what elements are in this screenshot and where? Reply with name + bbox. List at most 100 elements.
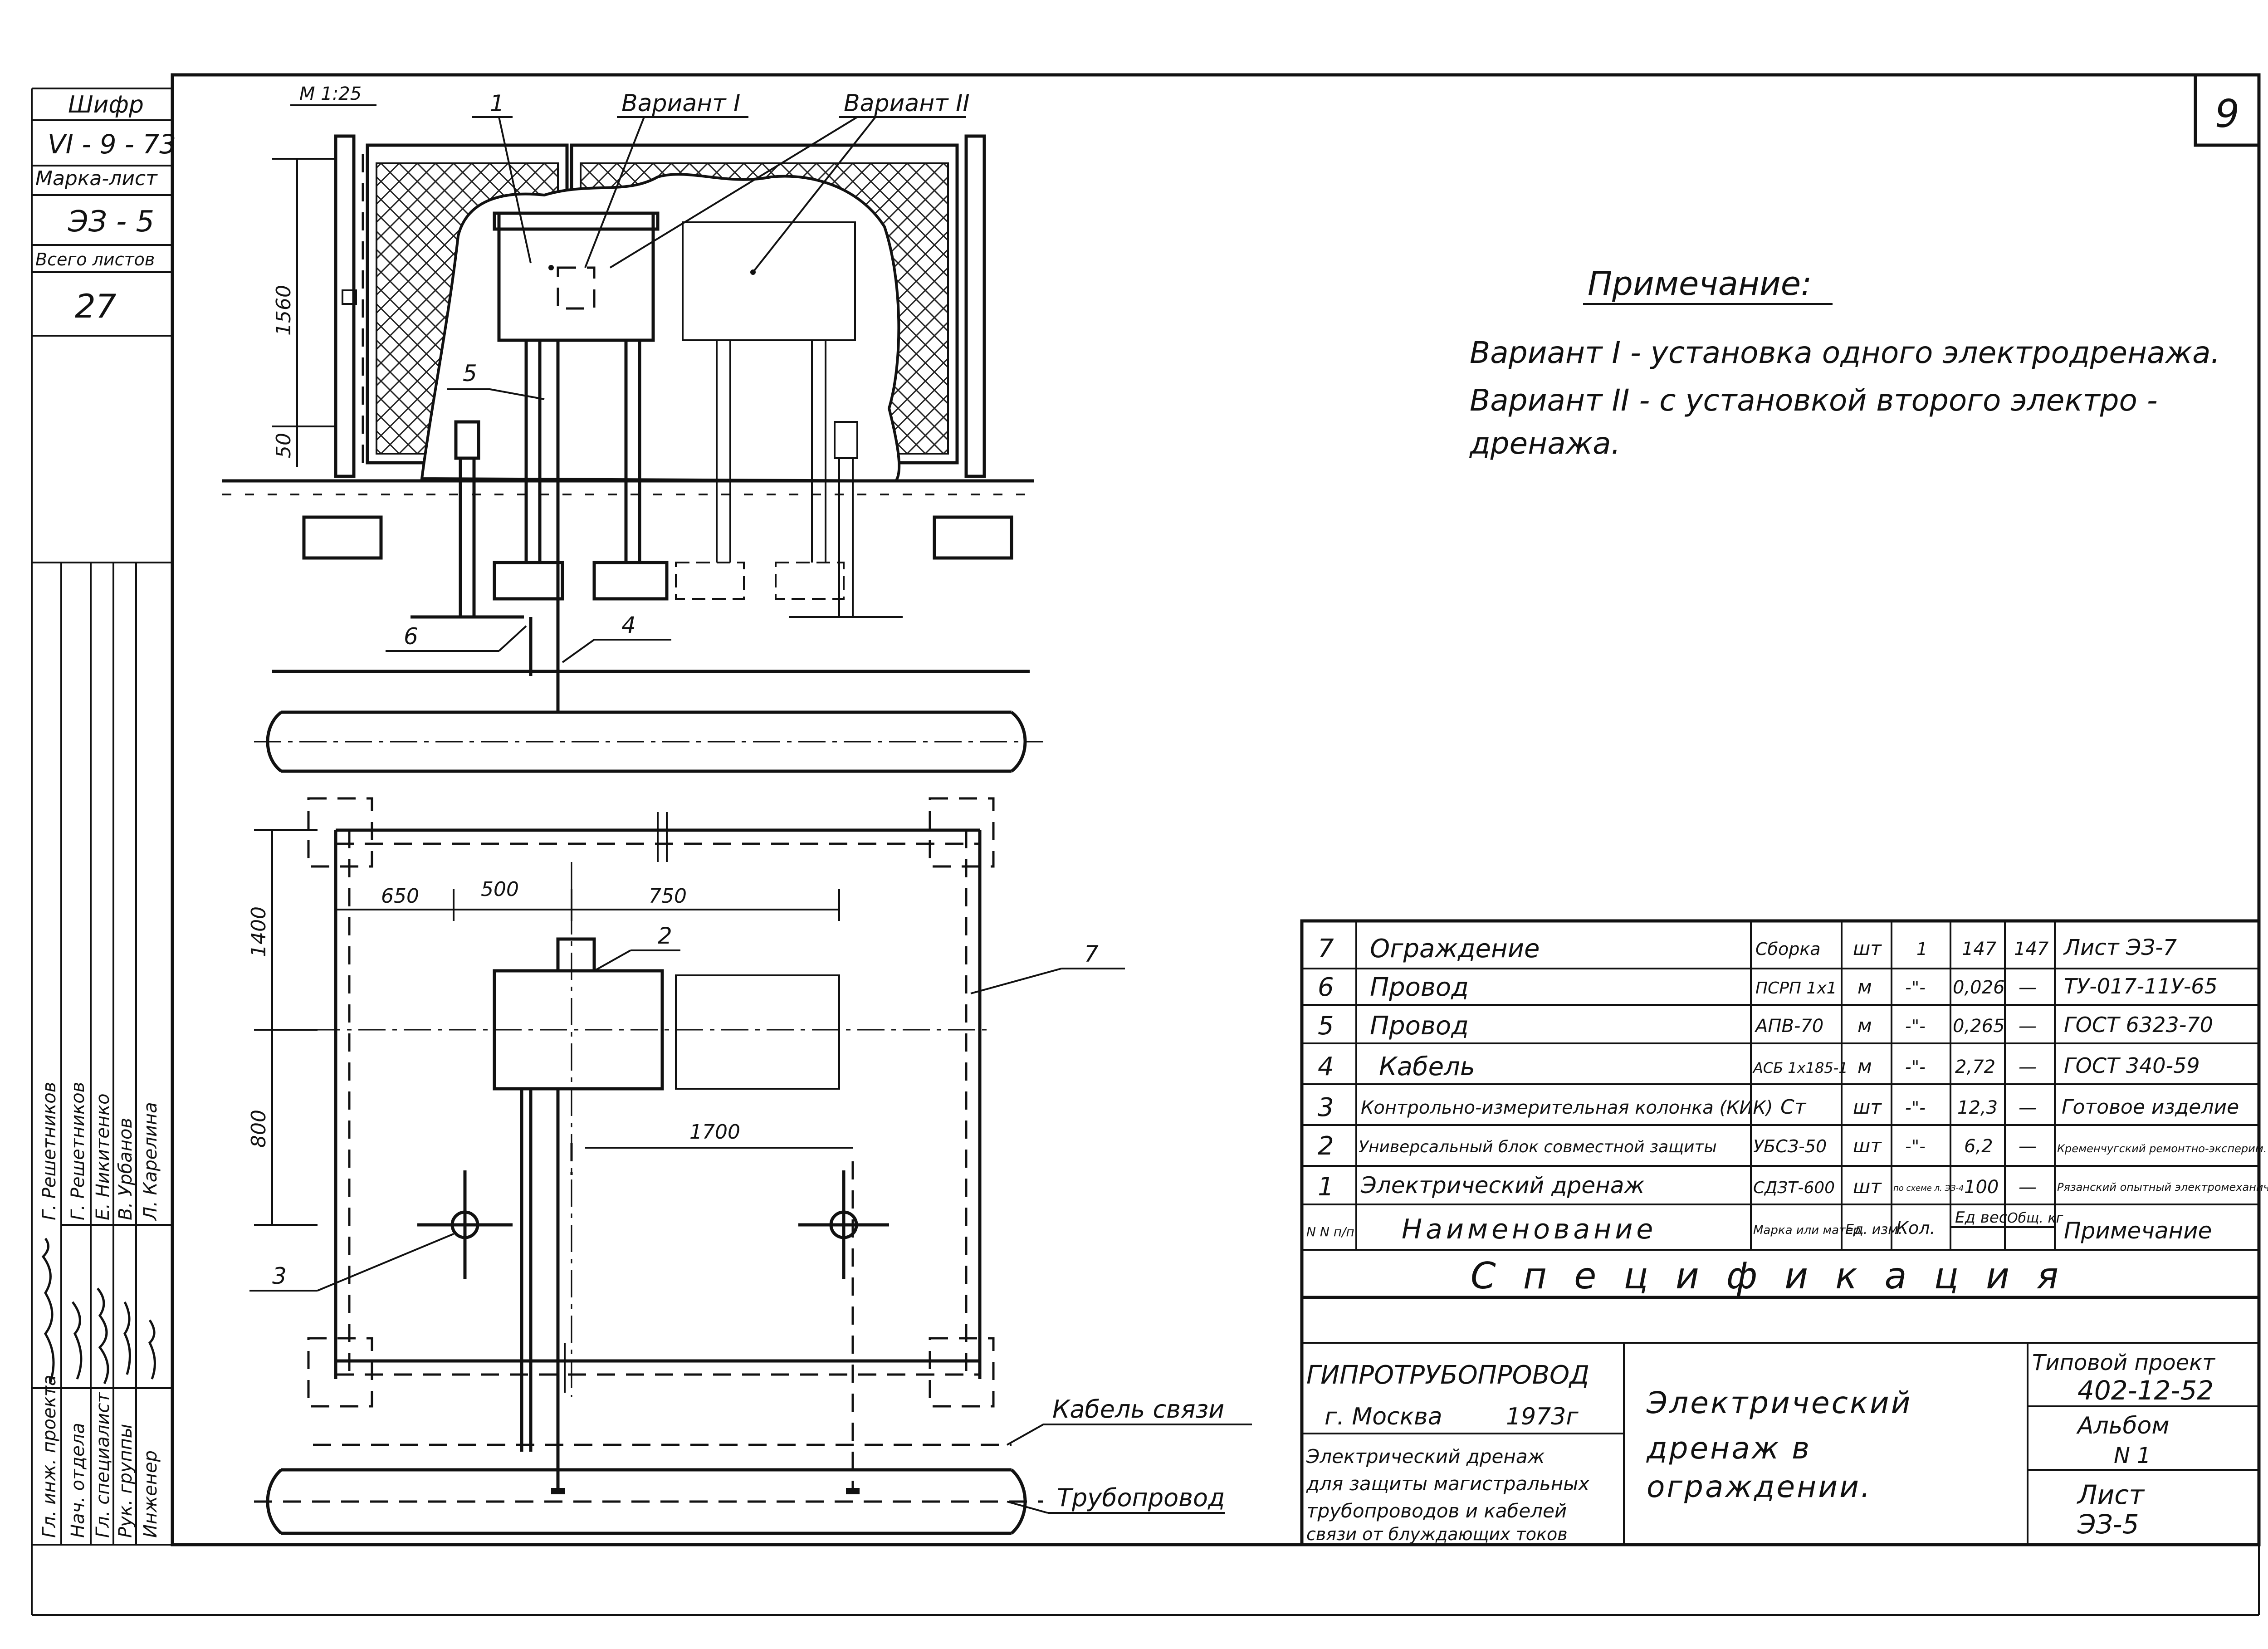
spec-row-name: Провод bbox=[1370, 973, 1469, 1002]
spec-row-wunit: 2,72 bbox=[1955, 1057, 1995, 1077]
spec-row-wunit: 0,265 bbox=[1953, 1016, 2005, 1037]
total-value: 27 bbox=[75, 287, 117, 325]
name-2: Г. Решетников bbox=[68, 1082, 88, 1220]
spec-row-unit: м bbox=[1857, 976, 1872, 998]
spec-row-wtotal: — bbox=[2019, 977, 2037, 998]
spec-table: 7 Ограждение Сборка шт 1 147 147 Лист ЭЗ… bbox=[1300, 919, 2268, 1299]
spec-row-wunit: 147 bbox=[1962, 939, 1997, 959]
name-3: Е. Никитенко bbox=[93, 1093, 113, 1220]
kik-column-plan-2 bbox=[798, 1170, 889, 1279]
dim-650: 650 bbox=[381, 885, 419, 908]
spec-row-no: 3 bbox=[1318, 1093, 1334, 1122]
name-1: Г. Решетников bbox=[39, 1082, 60, 1220]
dim-800: 800 bbox=[247, 1110, 270, 1148]
spec-row-qty: -"- bbox=[1905, 978, 1926, 998]
spec-header-note: Примечание bbox=[2064, 1218, 2212, 1244]
spec-row-wunit: 0,026 bbox=[1953, 977, 2005, 998]
desc-line-3: трубопроводов и кабелей bbox=[1306, 1500, 1567, 1522]
callout-2: 2 bbox=[658, 923, 672, 949]
scale-label: М 1:25 bbox=[299, 83, 362, 104]
spec-row-unit: шт bbox=[1853, 1135, 1882, 1157]
spec-row-note: Кременчугский ремонтно-эксперим. з-д bbox=[2057, 1142, 2268, 1155]
callout-1: 1 bbox=[490, 90, 504, 117]
spec-row-mark: Сборка bbox=[1755, 939, 1821, 959]
spec-row-no: 2 bbox=[1318, 1131, 1334, 1161]
spec-row-mark: Ст bbox=[1780, 1096, 1807, 1119]
drain-cabinet-plan-1 bbox=[493, 969, 664, 1091]
spec-row-qty: -"- bbox=[1905, 1016, 1926, 1036]
role-4: Рук. группы bbox=[115, 1424, 136, 1538]
spec-row-wtotal: — bbox=[2019, 1057, 2037, 1077]
spec-row-wtotal: — bbox=[2019, 1097, 2037, 1118]
note-line-3: дренажа. bbox=[1469, 426, 1621, 461]
variant-1-label: Вариант I bbox=[621, 90, 740, 117]
spec-row-qty: -"- bbox=[1905, 1098, 1926, 1118]
spec-row-mark: АСБ 1х185-1 bbox=[1752, 1059, 1848, 1076]
kik-column-plan-1 bbox=[417, 1170, 513, 1279]
pipe-label: Трубопровод bbox=[1057, 1483, 1225, 1512]
name-5: Л. Карелина bbox=[140, 1102, 161, 1221]
dim-1400: 1400 bbox=[247, 906, 270, 957]
spec-row-no: 1 bbox=[1318, 1172, 1334, 1202]
spec-row-name: Кабель bbox=[1379, 1052, 1475, 1081]
pipeline-elevation bbox=[254, 710, 1043, 773]
spec-row-name: Провод bbox=[1370, 1011, 1469, 1041]
spec-row-unit: шт bbox=[1853, 1175, 1882, 1198]
role-2: Нач. отдела bbox=[68, 1423, 88, 1538]
spec-row-wtotal: — bbox=[2019, 1136, 2037, 1157]
spec-header-wunit: Ед вес bbox=[1955, 1209, 2008, 1227]
spec-row-mark: УБСЗ-50 bbox=[1753, 1136, 1827, 1156]
spec-header-no: N N п/п bbox=[1306, 1224, 1354, 1239]
spec-row-no: 7 bbox=[1318, 934, 1334, 964]
spec-row-name: Ограждение bbox=[1370, 934, 1540, 964]
drawing-title-3: ограждении. bbox=[1647, 1469, 1872, 1504]
protection-block-plan bbox=[556, 937, 596, 973]
spec-row-unit: шт bbox=[1853, 1096, 1882, 1118]
desc-line-2: для защиты магистральных bbox=[1306, 1473, 1590, 1495]
spec-header-qty: Кол. bbox=[1896, 1218, 1936, 1238]
sheet-value: ЭЗ-5 bbox=[2077, 1509, 2139, 1540]
spec-row-name: Контрольно-измерительная колонка (КИК) bbox=[1361, 1097, 1773, 1118]
spec-header-wtotal: Общ. кг bbox=[2007, 1210, 2063, 1226]
spec-row-qty: -"- bbox=[1905, 1136, 1926, 1156]
sheet-label: Лист bbox=[2077, 1479, 2145, 1510]
desc-line-4: связи от блуждающих токов bbox=[1306, 1524, 1568, 1544]
note-block: Примечание: Вариант I - установка одного… bbox=[1469, 264, 2220, 461]
role-5: Инженер bbox=[140, 1450, 161, 1538]
spec-title: Спецификация bbox=[1471, 1255, 2086, 1297]
spec-row-name: Универсальный блок совместной защиты bbox=[1359, 1138, 1717, 1156]
spec-row-note: Готовое изделие bbox=[2062, 1096, 2239, 1119]
drain-cabinet-variant-2 bbox=[682, 221, 856, 563]
spec-row-mark: ПСРП 1х1 bbox=[1755, 979, 1837, 998]
spec-row-no: 5 bbox=[1318, 1011, 1334, 1041]
dim-500: 500 bbox=[481, 878, 519, 901]
cable-label: Кабель связи bbox=[1052, 1395, 1224, 1424]
spec-row-note: Рязанский опытный электромеханич. з-д bbox=[2057, 1181, 2268, 1194]
sheet-number-box bbox=[2194, 73, 2261, 147]
note-title: Примечание: bbox=[1588, 264, 1812, 303]
title-block: ГИПРОТРУБОПРОВОД г. Москва 1973г Электри… bbox=[1300, 1296, 2259, 1545]
spec-row-qty: 1 bbox=[1916, 939, 1927, 959]
note-line-2: Вариант II - с установкой второго электр… bbox=[1470, 383, 2158, 418]
spec-row-mark: СДЗТ-600 bbox=[1753, 1179, 1835, 1197]
spec-header-mark: Марка или матер. bbox=[1753, 1223, 1864, 1237]
album-value: N 1 bbox=[2114, 1443, 2151, 1468]
project-value: 402-12-52 bbox=[2077, 1375, 2214, 1406]
org-city: г. Москва bbox=[1325, 1403, 1442, 1430]
spec-row-wunit: 12,3 bbox=[1957, 1097, 1998, 1118]
spec-row-unit: м bbox=[1857, 1014, 1872, 1037]
album-label: Альбом bbox=[2076, 1412, 2170, 1439]
spec-row-wunit: 6,2 bbox=[1964, 1136, 1993, 1157]
desc-line-1: Электрический дренаж bbox=[1306, 1445, 1545, 1468]
callout-3: 3 bbox=[272, 1263, 287, 1289]
dim-50: 50 bbox=[272, 433, 295, 458]
org-year: 1973г bbox=[1506, 1403, 1579, 1430]
drain-cabinet-plan-2 bbox=[675, 974, 840, 1090]
spec-header-name: Наименование bbox=[1402, 1214, 1657, 1245]
drawing-title-1: Электрический bbox=[1646, 1385, 1912, 1420]
spec-row-note: Лист ЭЗ-7 bbox=[2063, 935, 2177, 960]
spec-row-mark: АПВ-70 bbox=[1754, 1016, 1823, 1037]
variant-2-label: Вариант II bbox=[844, 90, 970, 117]
drawing-title-2: дренаж в bbox=[1646, 1431, 1811, 1466]
spec-row-name: Электрический дренаж bbox=[1360, 1172, 1645, 1199]
